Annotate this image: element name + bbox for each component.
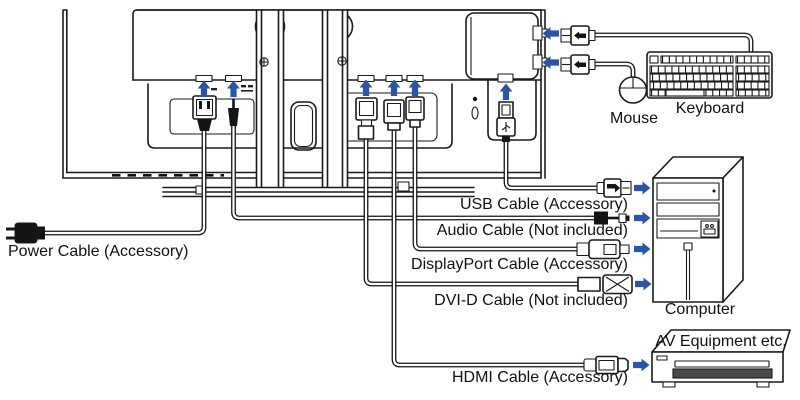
hdmi-plug-monitor — [383, 99, 405, 131]
power-plug-monitor — [192, 95, 217, 131]
usb-b-plug-monitor — [496, 101, 516, 142]
drive-bay — [656, 202, 720, 217]
cable-hole — [290, 101, 317, 151]
tower-door-latch — [683, 242, 693, 251]
keyboard-illustration — [646, 51, 773, 99]
power-plug-wall — [6, 222, 45, 244]
av-foot — [756, 381, 770, 388]
port-markings — [211, 85, 253, 92]
audio-plug-monitor — [228, 99, 239, 126]
label-dvi-cable: DVI-D Cable (Not included) — [434, 292, 628, 309]
label-power-cable: Power Cable (Accessory) — [8, 243, 189, 260]
av-equipment-box — [651, 329, 791, 388]
dvi-plug-monitor — [355, 97, 378, 140]
label-computer: Computer — [664, 301, 736, 318]
av-disc-tray — [674, 360, 770, 368]
computer-tower — [652, 156, 744, 303]
label-mouse: Mouse — [609, 110, 659, 127]
keyboard-usb-plug — [560, 25, 596, 46]
hdmi-cable — [394, 126, 588, 365]
keyboard-cable — [594, 35, 751, 54]
label-audio-cable: Audio Cable (Not included) — [436, 222, 628, 239]
av-foot — [662, 381, 676, 388]
drive-bay — [656, 182, 720, 201]
dvi-to-computer-arrow — [635, 277, 652, 291]
label-usb-cable: USB Cable (Accessory) — [459, 196, 628, 213]
audio-jack-plug — [594, 211, 630, 225]
usb-b-up-arrow — [499, 83, 513, 100]
usb-b-recess — [487, 79, 537, 141]
connector-recess — [147, 83, 453, 149]
stand-columns — [136, 9, 542, 188]
av-front-slot — [672, 368, 773, 379]
monitor-left-bezel — [62, 9, 68, 179]
usb-compartment — [465, 12, 548, 80]
hdmi-plug — [583, 355, 629, 375]
mouse-illustration — [618, 76, 648, 104]
usb-a-plug — [596, 178, 632, 198]
label-av-equipment: AV Equipment etc. — [655, 333, 787, 350]
hinge-screws — [259, 56, 347, 67]
power-up-arrow — [197, 80, 211, 97]
av-power-button — [656, 355, 668, 361]
connector-tabs — [195, 73, 514, 83]
monitor-back — [62, 9, 548, 198]
cable-holder-bar — [162, 181, 475, 198]
cable-hook — [397, 181, 410, 192]
displayport-plug-monitor — [405, 96, 425, 128]
mouse-usb-plug — [560, 54, 596, 75]
hdmi-to-av-arrow — [633, 358, 650, 372]
monitor-bottom-edge — [62, 171, 542, 179]
label-hdmi-cable: HDMI Cable (Accessory) — [451, 369, 628, 386]
displayport-to-computer-arrow — [634, 242, 651, 256]
usb-cable — [506, 138, 600, 188]
spacebar-key — [665, 89, 705, 97]
usb-to-computer-arrow — [634, 181, 651, 195]
audio-up-arrow — [227, 80, 240, 97]
label-keyboard: Keyboard — [675, 100, 745, 117]
displayport-plug — [576, 239, 630, 260]
audio-to-computer-arrow — [634, 211, 651, 225]
kensington-slot — [471, 96, 479, 120]
dvi-plug — [577, 274, 633, 295]
label-displayport-cable: DisplayPort Cable (Accessory) — [411, 256, 628, 273]
